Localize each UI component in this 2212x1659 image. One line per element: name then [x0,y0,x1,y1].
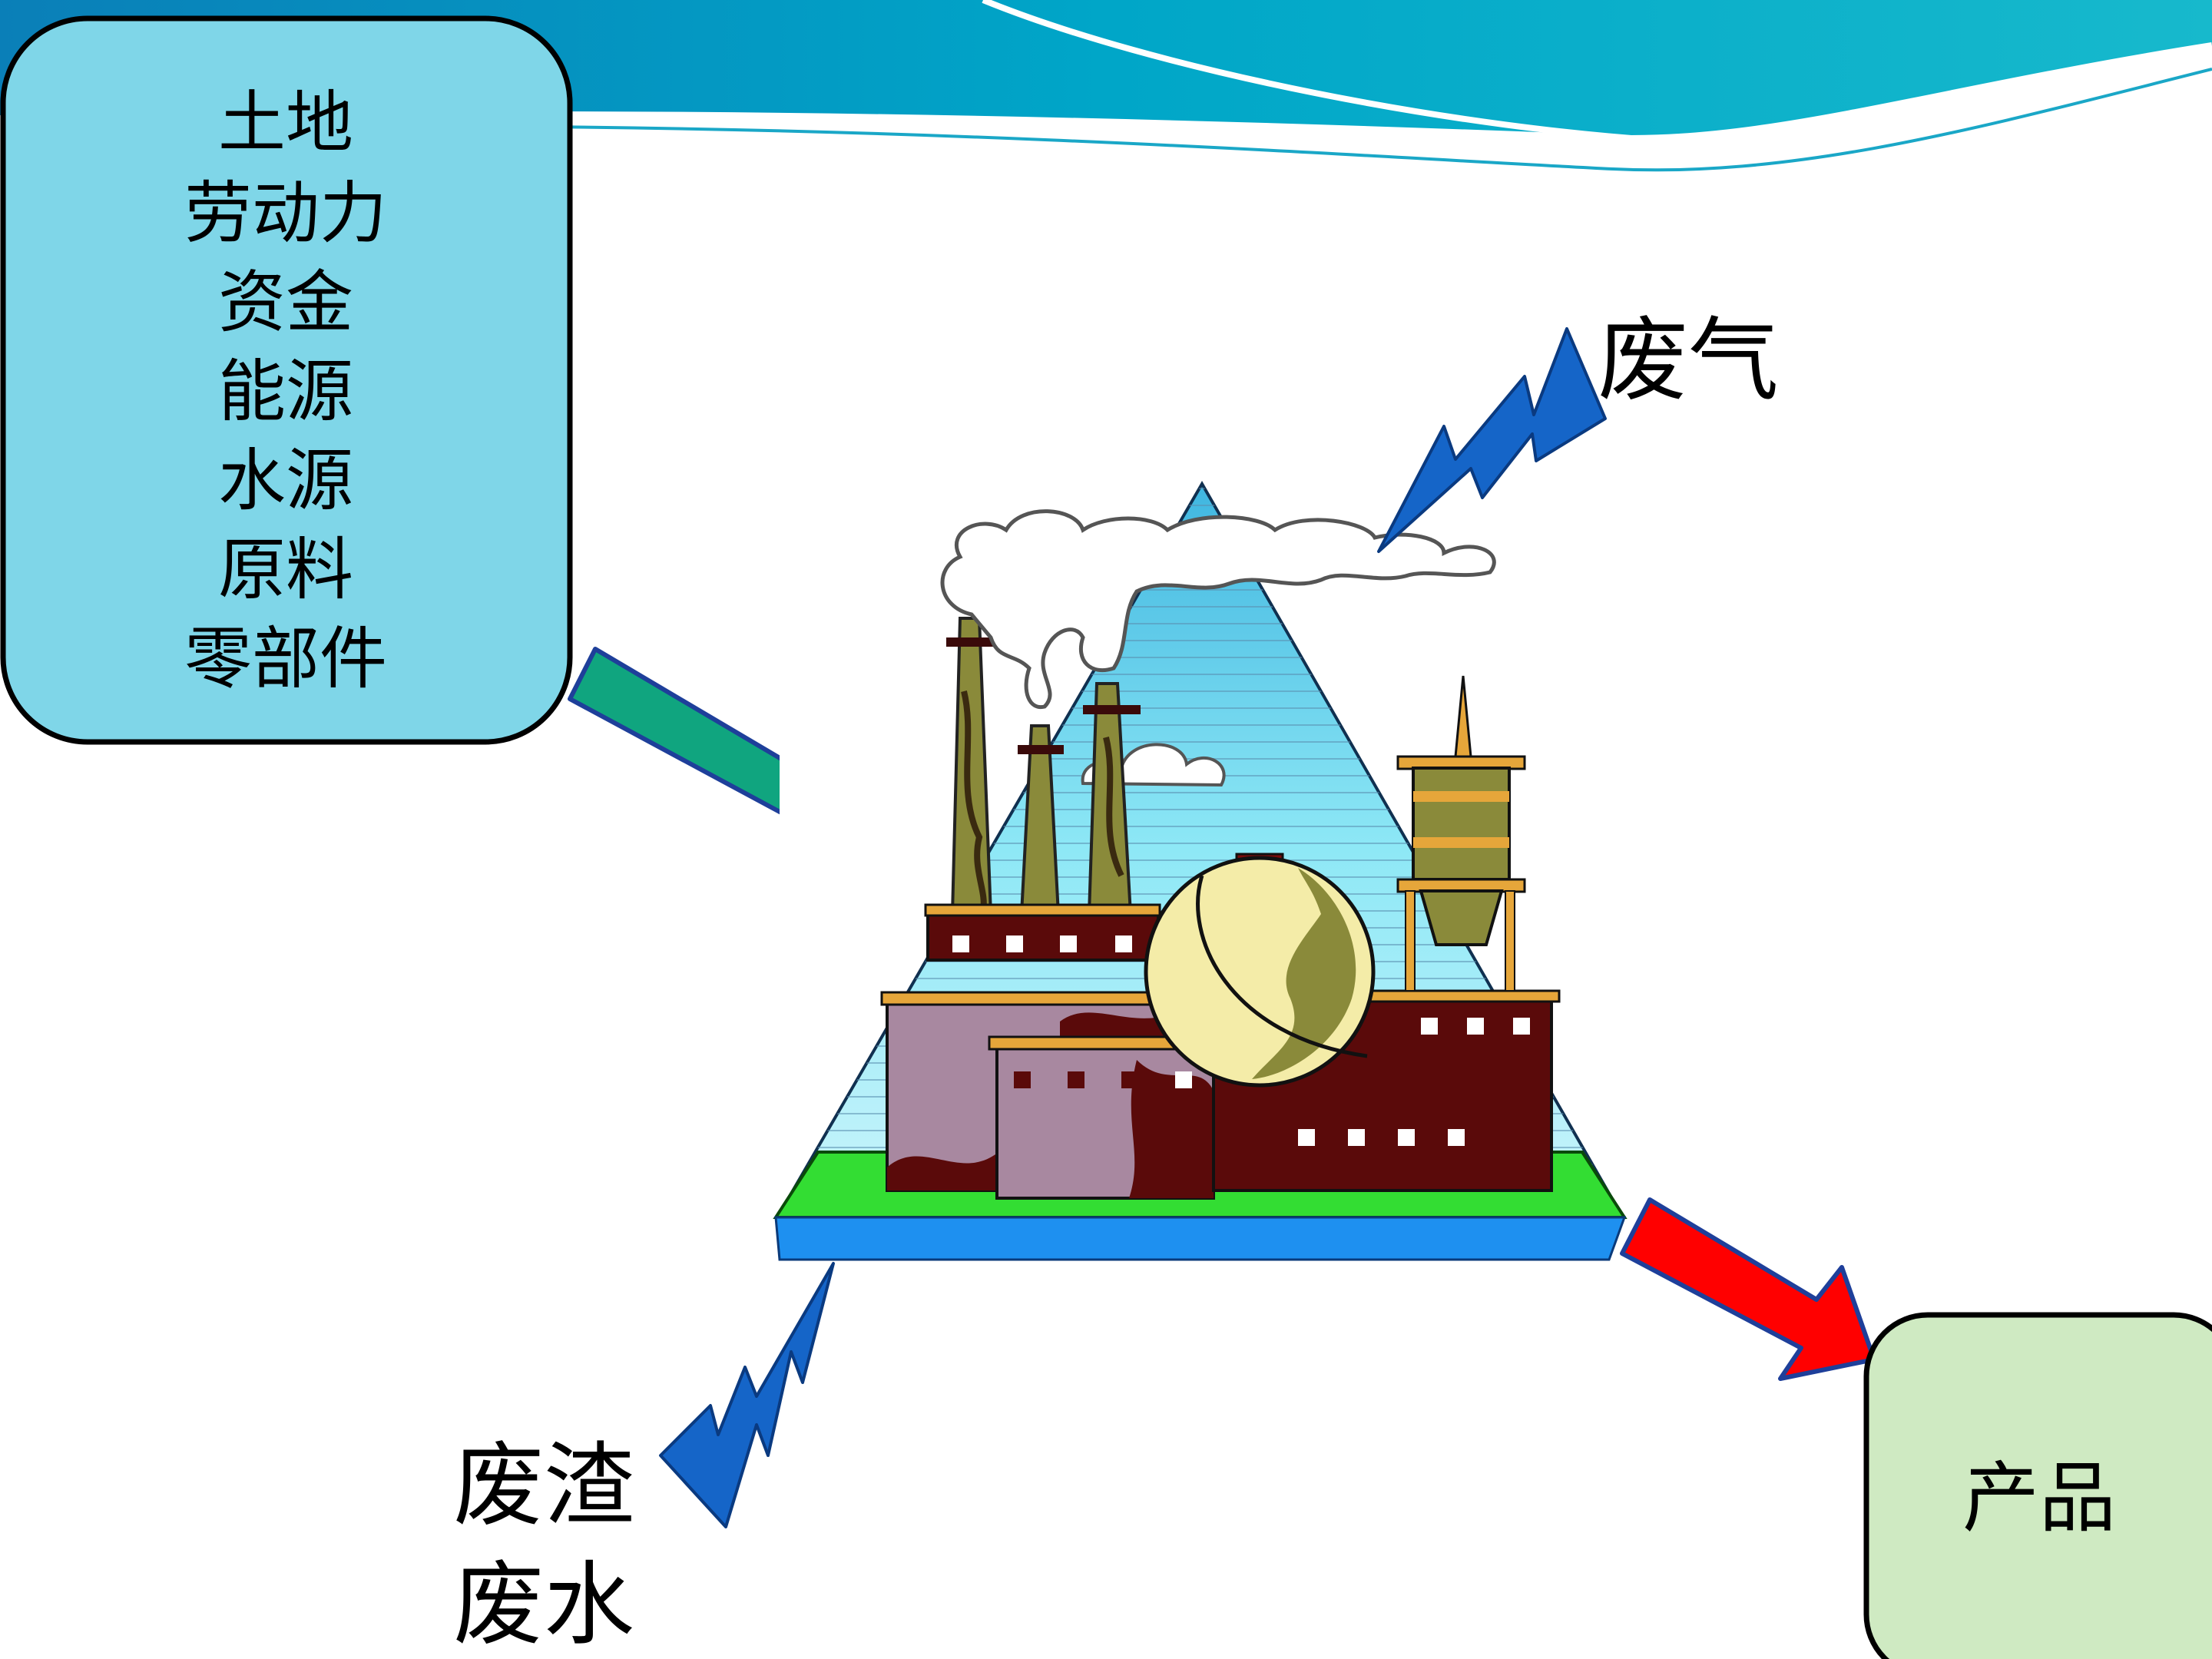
input-item: 资金 [218,263,353,342]
input-item: 土地 [218,83,353,162]
lightning-bolt-icon [659,1262,835,1528]
input-item: 劳动力 [184,174,387,253]
lightning-bolt-icon [1377,327,1607,553]
inputs-box: 土地 劳动力 资金 能源 水源 原料 零部件 [0,15,573,745]
input-item: 零部件 [184,619,387,698]
input-item: 能源 [218,352,353,431]
input-item: 水源 [218,441,353,520]
waste-water-label: 废水 [453,1551,634,1657]
product-arrow [1620,1197,1876,1381]
exhaust-gas-label: 废气 [1598,307,1779,413]
factory-icon [773,480,1628,1261]
cloud-icon [940,509,1496,710]
waste-residue-label: 废渣 [453,1432,634,1538]
product-box: 产品 [1863,1312,2212,1659]
product-label: 产品 [1962,1453,2116,1543]
input-item: 原料 [218,530,353,609]
